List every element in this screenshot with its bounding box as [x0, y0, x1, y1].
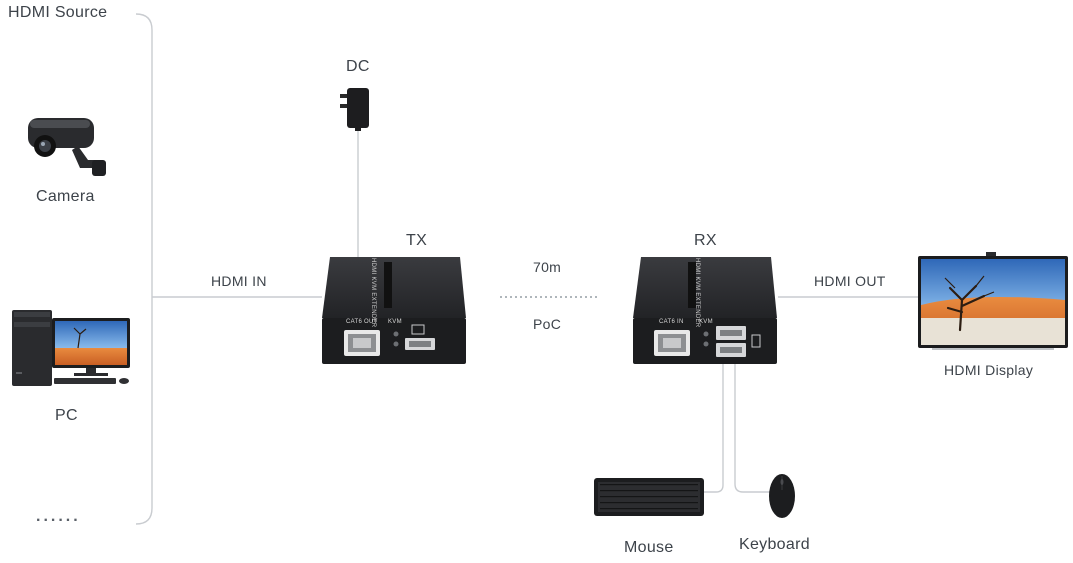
tv-display-icon — [918, 252, 1068, 350]
tx-label: TX — [406, 232, 428, 249]
distance-label: 70m — [533, 259, 562, 275]
tx-port-rj45-label: CAT6 OUT — [346, 319, 378, 325]
rx-port-rj45-label: CAT6 IN — [659, 319, 684, 325]
more-sources-ellipsis: ...... — [36, 508, 81, 525]
pc-label: PC — [55, 407, 78, 424]
keyboard-icon — [594, 478, 704, 516]
desktop-pc-icon — [12, 310, 130, 386]
tx-port-kvm-label: KVM — [388, 319, 402, 325]
rx-side-text: HDMI KVM EXTENDER — [694, 258, 700, 328]
mouse-cable — [734, 362, 770, 493]
tx-side-text: HDMI KVM EXTENDER — [370, 258, 376, 328]
cctv-camera-icon — [28, 118, 106, 176]
keyboard-cable — [700, 362, 724, 493]
tx-device — [322, 257, 466, 364]
camera-label: Camera — [36, 188, 95, 205]
mouse-icon — [769, 474, 795, 518]
rx-label: RX — [694, 232, 717, 249]
display-label: HDMI Display — [944, 362, 1034, 378]
rx-device — [633, 257, 777, 364]
dc-adapter-icon — [340, 88, 369, 131]
hdmi-out-label: HDMI OUT — [814, 273, 886, 289]
keyboard-side-label: Mouse — [624, 539, 674, 556]
mouse-side-label: Keyboard — [739, 536, 810, 553]
poc-label: PoC — [533, 316, 562, 332]
dc-label: DC — [346, 58, 370, 75]
source-bracket — [135, 13, 153, 525]
rx-port-kvm-label: KVM — [699, 319, 713, 325]
source-panel-title: HDMI Source — [8, 4, 108, 21]
hdmi-in-label: HDMI IN — [211, 273, 267, 289]
